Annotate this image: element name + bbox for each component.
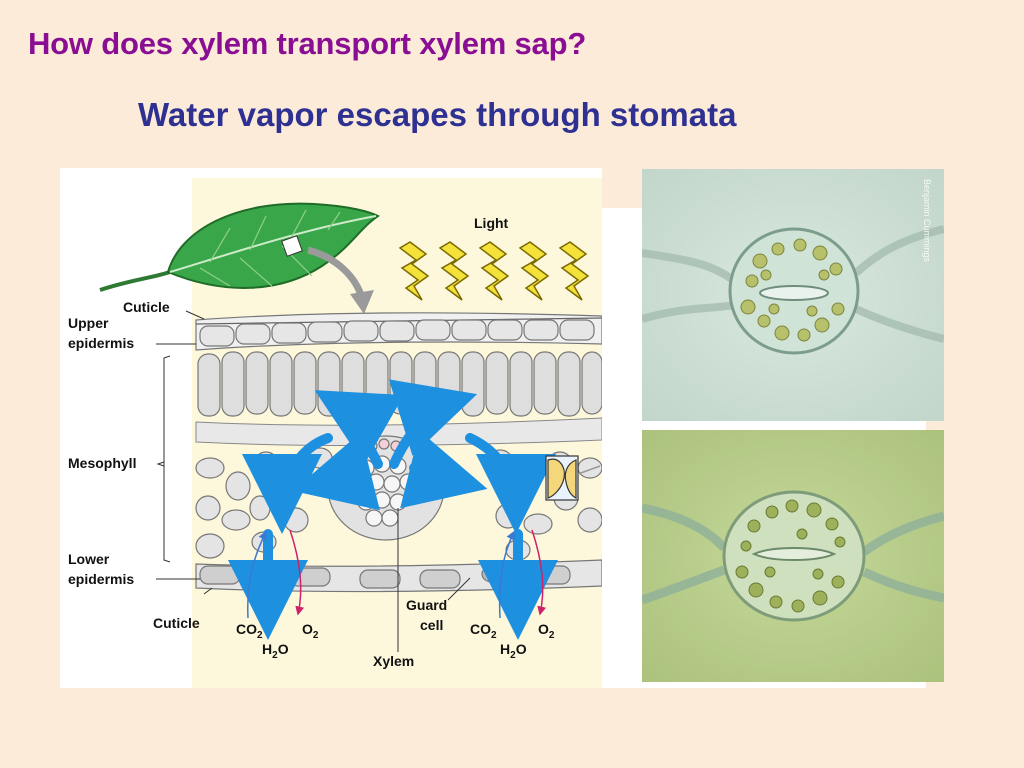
label-o2-right: O2 [538, 621, 555, 641]
palisade-mesophyll [197, 351, 602, 417]
label-h2o-right: H2O [500, 641, 527, 661]
vascular-bundle [327, 435, 445, 541]
label-xylem: Xylem [373, 653, 414, 669]
light-bolt-icons [398, 241, 590, 301]
label-lower-epidermis-2: epidermis [68, 571, 134, 587]
label-guard-cell-2: cell [420, 617, 443, 633]
label-mesophyll: Mesophyll [68, 455, 136, 471]
label-upper-epidermis-1: Upper [68, 315, 109, 331]
micrograph-open-stoma: Benjamin Cummings [642, 169, 944, 421]
micrograph-closed-stoma [642, 430, 944, 682]
label-cuticle-top: Cuticle [123, 299, 170, 315]
label-o2-left: O2 [302, 621, 319, 641]
leaf-icon [99, 202, 380, 292]
label-upper-epidermis-2: epidermis [68, 335, 134, 351]
slide-title: How does xylem transport xylem sap? [28, 26, 587, 61]
label-co2-left: CO2 [236, 621, 263, 641]
label-light: Light [474, 215, 509, 231]
watermark-text: Benjamin Cummings [922, 179, 932, 263]
upper-epidermis-layer [195, 312, 602, 351]
stoma-inset [545, 455, 579, 501]
label-guard-cell-1: Guard [406, 597, 447, 613]
label-co2-right: CO2 [470, 621, 497, 641]
leaf-cross-section-diagram: Light [60, 168, 602, 688]
slide-subtitle: Water vapor escapes through stomata [138, 96, 737, 133]
water-flow-arrows [228, 379, 558, 640]
label-lower-epidermis-1: Lower [68, 551, 110, 567]
label-cuticle-bottom: Cuticle [153, 615, 200, 631]
label-h2o-left: H2O [262, 641, 289, 661]
